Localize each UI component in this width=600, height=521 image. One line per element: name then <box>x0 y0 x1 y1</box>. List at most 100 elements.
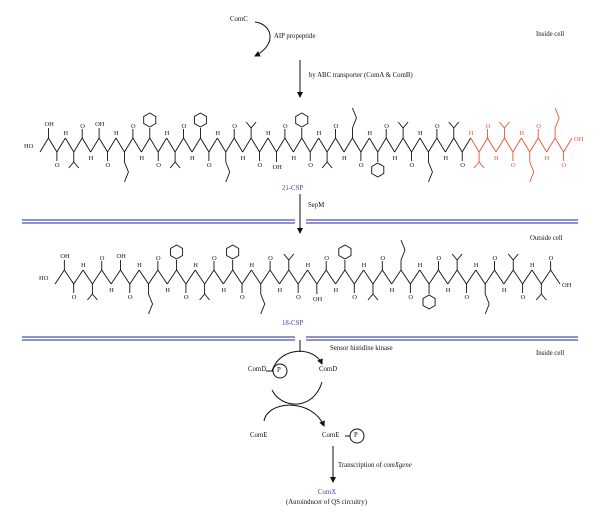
aip-propeptide-label: AIP propeptide <box>274 33 316 40</box>
side-chain-bond <box>68 161 75 169</box>
amide-hydrogen: H <box>334 287 339 294</box>
backbone-bond <box>447 269 458 285</box>
oxygen-atom: O <box>182 123 187 130</box>
c-terminus-hydroxyl: OH <box>574 136 584 143</box>
backbone-bond <box>183 137 193 153</box>
backbone-bond <box>297 269 308 285</box>
backbone-bond <box>48 137 58 153</box>
backbone-bond <box>360 137 370 153</box>
oxygen-atom: O <box>55 162 60 169</box>
backbone-bond <box>222 269 234 285</box>
backbone-bond <box>503 269 514 285</box>
side-chain-bond <box>321 161 328 169</box>
side-chain-bond <box>428 171 433 183</box>
backbone-bond <box>73 137 83 153</box>
phenyl-ring <box>170 244 184 260</box>
side-chain-bond <box>402 121 409 129</box>
side-chain-bond <box>504 121 510 129</box>
oxygen-atom: O <box>464 294 469 301</box>
backbone-bond <box>428 137 438 153</box>
backbone-bond <box>242 137 252 153</box>
amide-hydrogen: H <box>362 262 367 269</box>
backbone-bond <box>522 269 533 285</box>
backbone-bond <box>520 137 531 153</box>
amide-hydrogen: H <box>63 130 68 137</box>
amide-hydrogen: H <box>306 262 311 269</box>
side-chain-bond <box>124 161 129 173</box>
oxygen-atom: O <box>352 294 357 301</box>
backbone-bond <box>176 269 187 285</box>
backbone-bond <box>63 269 75 285</box>
oxygen-atom: O <box>296 294 301 301</box>
side-chain-bond <box>451 253 458 261</box>
backbone-bond <box>512 269 523 285</box>
side-chain-bond <box>204 293 210 301</box>
backbone-bond <box>487 137 497 153</box>
oxygen-atom: O <box>536 123 541 130</box>
phenyl-ring <box>295 112 309 128</box>
backbone-bond <box>529 137 539 153</box>
c-terminus-hydroxyl: OH <box>562 282 572 289</box>
backbone-bond <box>292 137 303 153</box>
backbone-bond <box>409 269 421 285</box>
backbone-bond <box>185 269 196 285</box>
oxygen-atom: O <box>131 123 136 130</box>
oxygen-atom: O <box>410 162 415 169</box>
side-chain-bond <box>283 253 290 261</box>
backbone-bond <box>550 269 561 285</box>
backbone-bond <box>377 137 387 153</box>
hydroxyl-group: OH <box>272 164 282 171</box>
side-chain-bond <box>372 293 379 301</box>
come-left-label: ComE <box>250 432 268 439</box>
backbone-bond <box>90 137 100 153</box>
side-chain-bond <box>540 293 547 301</box>
side-chain-bond <box>245 121 252 129</box>
amide-hydrogen: H <box>494 155 499 162</box>
abc-transporter-label: by ABC transporter (ComA & ComB) <box>309 72 413 79</box>
backbone-bond <box>115 137 125 153</box>
oxygen-atom: O <box>493 255 498 262</box>
backbone-bond <box>54 269 65 285</box>
phosphotransfer-arc-left <box>263 404 325 427</box>
backbone-bond <box>148 269 159 285</box>
backbone-bond <box>428 269 439 285</box>
backbone-bond <box>438 269 449 285</box>
oxygen-atom: O <box>324 255 329 262</box>
transcription-label: Transcription of comXgene <box>338 462 412 470</box>
side-chain-bond <box>484 303 490 315</box>
side-chain-bond <box>499 121 505 129</box>
backbone-bond <box>98 137 108 153</box>
backbone-bond <box>381 269 393 285</box>
comc-label: ComC <box>230 16 248 23</box>
amide-hydrogen: H <box>266 130 271 137</box>
backbone-bond <box>166 137 176 153</box>
backbone-bond <box>494 269 505 285</box>
backbone-bond <box>400 269 411 285</box>
oxygen-atom: O <box>212 255 217 262</box>
side-chain-bond <box>225 171 231 183</box>
amide-hydrogen: H <box>109 287 114 294</box>
comd-cycle-arrow <box>271 350 323 372</box>
side-chain-bond <box>400 239 406 251</box>
side-chain-bond <box>326 161 333 169</box>
backbone-bond <box>120 269 131 285</box>
backbone-bond <box>419 269 430 285</box>
cell-membrane-bottom <box>22 336 578 341</box>
oxygen-atom: O <box>436 255 441 262</box>
amide-hydrogen: H <box>519 130 524 137</box>
amide-hydrogen: H <box>502 287 507 294</box>
backbone-bond <box>402 137 412 153</box>
oxygen-atom: O <box>232 123 237 130</box>
oxygen-atom: O <box>380 255 385 262</box>
amide-hydrogen: H <box>469 130 474 137</box>
backbone-bond <box>453 137 463 153</box>
backbone-bond <box>157 137 168 153</box>
oxygen-atom: O <box>562 162 567 169</box>
backbone-bond <box>353 269 364 285</box>
amide-hydrogen: H <box>89 155 94 162</box>
backbone-bond <box>478 137 488 153</box>
oxygen-atom: O <box>460 162 465 169</box>
backbone-bond <box>284 137 294 153</box>
backbone-bond <box>394 137 404 153</box>
